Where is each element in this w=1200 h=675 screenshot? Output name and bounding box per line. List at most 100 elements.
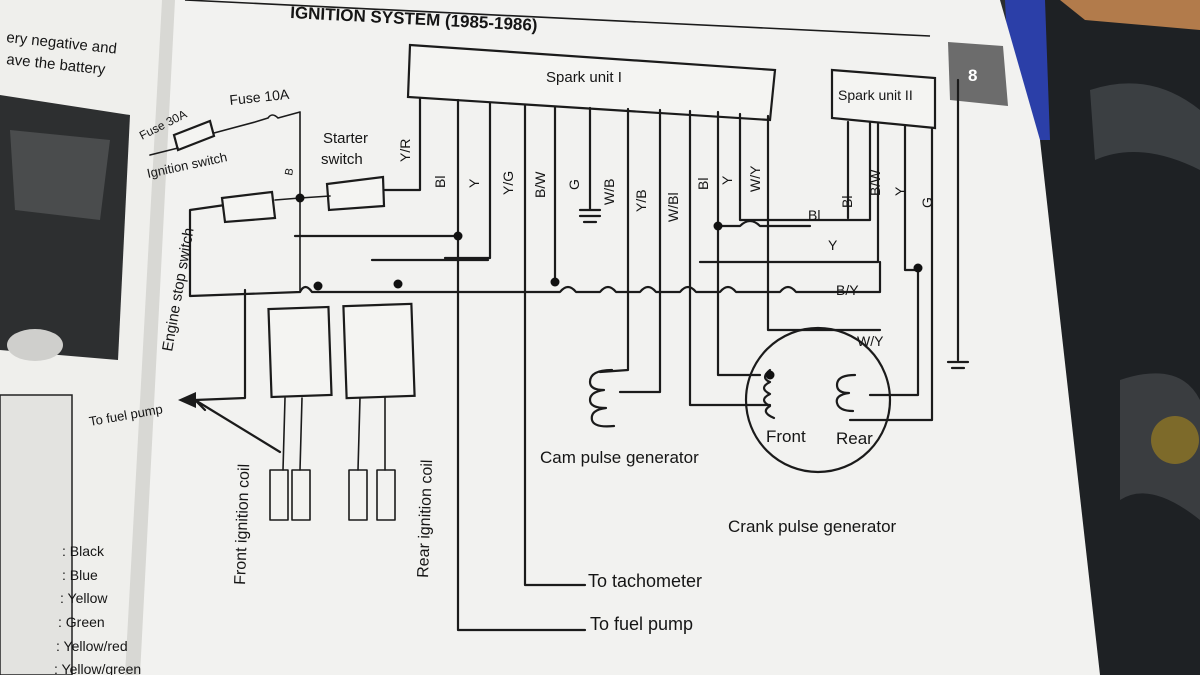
yellow-wire <box>1151 416 1199 464</box>
wire-label-bl-2: Bl <box>695 178 711 190</box>
rear-ignition-coil-label: Rear ignition coil <box>415 459 436 578</box>
ground-symbol-2 <box>946 78 970 370</box>
spark-unit-2-label: Spark unit II <box>838 87 913 103</box>
engine-stop-switch <box>220 190 277 224</box>
legend-blue: : Blue <box>62 567 98 583</box>
spark-unit-1-label: Spark unit I <box>546 69 622 86</box>
wire-label-y: Y <box>466 178 482 188</box>
wire-label-w-bl: W/Bl <box>665 192 681 222</box>
starter-switch <box>325 175 386 212</box>
wire-label-w-b: W/B <box>601 179 617 205</box>
plug-4 <box>376 469 396 521</box>
wire-label-y-b: Y/B <box>633 189 649 212</box>
junction <box>550 277 560 287</box>
wire-u2-b-w <box>698 122 880 264</box>
wire-color-labels: Y/R Bl Y Y/G B/W G W/B Y/B W/Bl Bl Y W/Y… <box>397 139 935 349</box>
to-fuel-pump-label: To fuel pump <box>590 614 693 634</box>
junction <box>453 231 463 241</box>
terminal-b-label: B <box>283 167 296 176</box>
wire-label-b-w: B/W <box>532 171 548 198</box>
rear-label: Rear <box>836 429 873 448</box>
junction <box>765 370 775 380</box>
wire-y-r <box>383 96 422 192</box>
wire-y-g <box>523 103 587 587</box>
fuse-wiring <box>149 111 301 293</box>
junction <box>393 279 403 289</box>
bus-bl-2 <box>716 219 812 228</box>
wire-label-w-y: W/Y <box>747 165 763 192</box>
page-gutter <box>125 0 175 675</box>
spark-unit-1-box <box>406 43 777 122</box>
color-legend: : Black : Blue : Yellow : Green : Yellow… <box>54 543 141 675</box>
wire-label-h-y: Y <box>828 237 838 253</box>
wire-w-b <box>598 107 630 374</box>
plug-2 <box>291 469 311 521</box>
starter-switch-label-1: Starter <box>323 130 368 147</box>
bus-b-w <box>188 203 882 298</box>
manual-page <box>125 0 1100 675</box>
wire-w-bl <box>688 109 772 407</box>
wire-label-h-bl: Bl <box>808 207 820 223</box>
front-pulse-coil <box>762 368 776 420</box>
legend-green: : Green <box>58 614 105 630</box>
fuse-30a-box <box>172 119 216 152</box>
fuel-pump-wire <box>193 288 247 402</box>
engine-hose <box>1090 83 1200 170</box>
wire-bl <box>716 110 762 377</box>
page-number-tab <box>948 42 1008 106</box>
wire-label-u2-g: G <box>919 197 935 208</box>
junction <box>713 221 723 231</box>
junction <box>913 263 923 273</box>
wire-label-y-2: Y <box>719 175 735 185</box>
wire-g-ground <box>578 106 602 212</box>
page-number: 8 <box>968 66 977 85</box>
plug-leads <box>282 397 386 471</box>
front-ignition-coil-label: Front ignition coil <box>232 464 253 585</box>
cam-pulse-coil <box>588 368 616 428</box>
ground-symbol-1 <box>578 214 602 224</box>
junction-dots <box>295 193 923 380</box>
wire-label-y-r: Y/R <box>397 139 413 162</box>
to-tachometer-label: To tachometer <box>588 571 702 591</box>
plug-3 <box>348 469 368 521</box>
front-ignition-coil <box>267 305 333 399</box>
legend-black: : Black <box>62 543 105 559</box>
wire-bl-main <box>456 98 587 632</box>
wire-u2-g <box>848 126 934 422</box>
title-rule <box>184 0 931 37</box>
legend-yellow-green: : Yellow/green <box>54 661 141 675</box>
left-photo-detail <box>10 130 110 220</box>
wire-y-b <box>618 108 662 394</box>
legend-yellow-red: : Yellow/red <box>56 638 128 654</box>
wire-y <box>443 101 492 260</box>
spark-unit-2-box <box>830 68 937 130</box>
wire-label-y-g: Y/G <box>500 171 516 195</box>
left-page-box <box>0 394 73 675</box>
junction <box>313 281 323 291</box>
cam-pulse-generator-label: Cam pulse generator <box>540 448 699 467</box>
legend-yellow: : Yellow <box>60 590 108 606</box>
wire-label-h-b-y: B/Y <box>836 282 859 298</box>
spark-unit-1-wires <box>383 96 882 632</box>
spark-plugs <box>269 397 396 521</box>
left-photo-gauge <box>7 329 63 361</box>
horizontal-buses <box>188 203 882 402</box>
starter-switch-label-2: switch <box>321 151 363 168</box>
crank-pulse-generator-circle <box>744 326 892 474</box>
wire-w-y <box>766 114 882 332</box>
junction <box>295 193 305 203</box>
rear-ignition-coil <box>342 302 416 400</box>
front-label: Front <box>766 427 806 446</box>
fuel-pump-arrowhead <box>178 392 196 408</box>
rear-pulse-coil <box>835 373 857 413</box>
wire-label-u2-y: Y <box>892 186 908 196</box>
wire-label-g: G <box>566 179 582 190</box>
wire-label-u2-b-w: B/W <box>867 169 883 196</box>
wire-y-2 <box>738 112 872 222</box>
fuse-10a-label: Fuse 10A <box>229 86 291 108</box>
wire-label-bl: Bl <box>432 176 448 188</box>
copper-part <box>1060 0 1200 30</box>
wire-label-h-w-y: W/Y <box>857 333 884 349</box>
